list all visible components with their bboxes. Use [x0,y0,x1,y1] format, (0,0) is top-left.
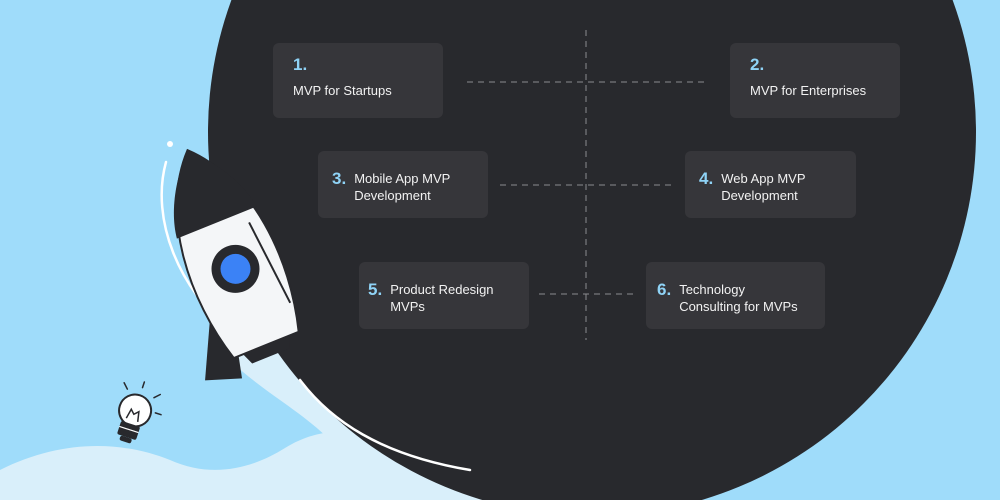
service-title: Mobile App MVP Development [354,171,451,203]
service-card-3: 3. Mobile App MVP Development [318,151,488,218]
service-number: 5. [368,280,383,299]
service-number: 4. [699,169,714,188]
service-card-2: 2. MVP for Enterprises [730,43,900,118]
service-card-5: 5. Product Redesign MVPs [359,262,529,329]
rocket-fin-right [281,283,335,353]
lightbulb-icon [117,381,162,444]
rocket-icon [173,148,335,381]
connector-lines [467,30,708,340]
service-title: MVP for Startups [293,83,392,98]
service-title: Web App MVP Development [721,171,806,203]
sparkle-dot [167,141,173,147]
service-title: MVP for Enterprises [750,83,867,98]
rocket-nose [173,150,257,239]
service-card-6: 6. Technology Consulting for MVPs [646,262,825,329]
rocket-window [220,253,251,284]
service-card-1: 1. MVP for Startups [273,43,443,118]
service-number: 1. [293,55,308,74]
service-title: Product Redesign MVPs [390,282,494,314]
service-title: Technology Consulting for MVPs [679,282,798,314]
service-card-4: 4. Web App MVP Development [685,151,856,218]
dark-circle [208,0,976,500]
service-number: 2. [750,55,765,74]
service-number: 3. [332,169,347,188]
service-number: 6. [657,280,672,299]
rocket-tail [243,335,290,364]
